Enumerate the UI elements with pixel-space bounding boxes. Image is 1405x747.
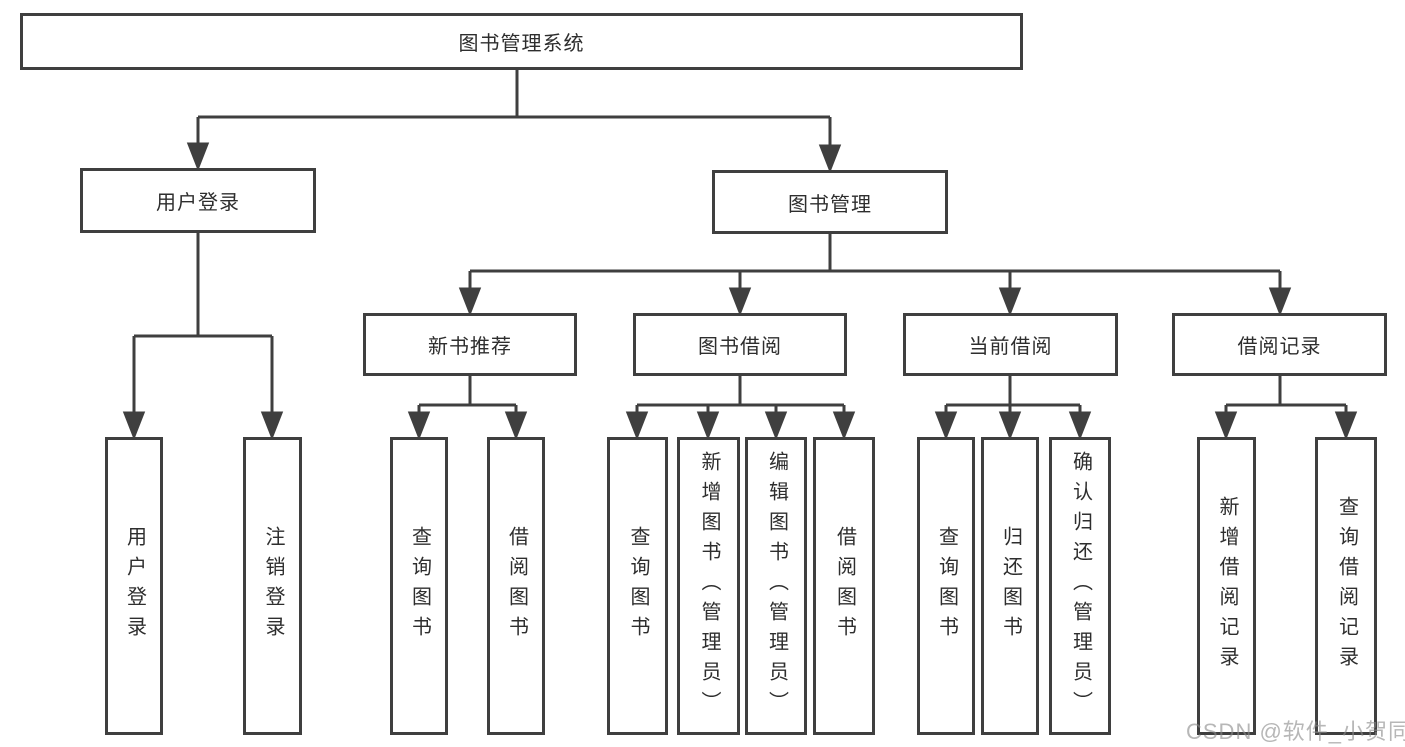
node-new-book-recommend: 新书推荐 <box>363 313 577 376</box>
arrowhead-icon <box>260 411 284 441</box>
node-current-borrow: 当前借阅 <box>903 313 1118 376</box>
leaf-label: 查询图书 <box>408 526 431 646</box>
csdn-watermark: CSDN @软件_小贺同学 <box>1186 719 1405 744</box>
node-label: 借阅记录 <box>1237 336 1322 358</box>
leaf-label: 注销登录 <box>262 526 284 646</box>
leaf-label: 查询图书 <box>627 526 649 646</box>
leaf-label: 新增借阅记录 <box>1216 496 1238 676</box>
arrowhead-icon <box>818 144 842 174</box>
node-label: 新书推荐 <box>428 336 512 358</box>
leaf-label: 用户登录 <box>123 526 146 646</box>
tree-edges <box>122 68 1358 441</box>
leaf-label: 借阅图书 <box>833 526 856 646</box>
leaf-label: 查询图书 <box>935 526 958 646</box>
node-label: 图书管理 <box>788 193 872 216</box>
arrowhead-icon <box>1068 411 1092 441</box>
leaf-borrow-book: 借阅图书 <box>813 437 875 735</box>
leaf-label: 新增图书（管理员） <box>698 451 720 721</box>
leaf-query-book-borrow: 查询图书 <box>607 437 668 735</box>
arrowhead-icon <box>728 287 752 317</box>
arrowhead-icon <box>1214 411 1238 441</box>
node-user-login: 用户登录 <box>80 168 316 233</box>
arrowhead-icon <box>458 287 482 317</box>
leaf-edit-book-admin: 编辑图书（管理员） <box>745 437 807 735</box>
node-label: 图书管理系统 <box>458 33 585 55</box>
arrowhead-icon <box>407 411 431 441</box>
arrowhead-icon <box>625 411 649 441</box>
arrowhead-icon <box>186 142 210 172</box>
arrowhead-icon <box>832 411 856 441</box>
node-label: 图书借阅 <box>698 336 782 358</box>
leaf-borrow-book-recommend: 借阅图书 <box>487 437 545 735</box>
leaf-user-login: 用户登录 <box>105 437 163 735</box>
arrowhead-icon <box>1334 411 1358 441</box>
leaf-label: 编辑图书（管理员） <box>765 451 788 721</box>
leaf-confirm-return-admin: 确认归还（管理员） <box>1049 437 1111 735</box>
arrowhead-icon <box>1268 287 1292 317</box>
leaf-return-book: 归还图书 <box>981 437 1039 735</box>
node-book-management: 图书管理 <box>712 170 948 234</box>
leaf-logout-login: 注销登录 <box>243 437 302 735</box>
leaf-label: 查询借阅记录 <box>1335 496 1358 676</box>
arrowhead-icon <box>764 411 788 441</box>
leaf-label: 确认归还（管理员） <box>1069 451 1092 721</box>
leaf-add-book-admin: 新增图书（管理员） <box>677 437 740 735</box>
arrowhead-icon <box>998 411 1022 441</box>
arrowhead-icon <box>122 411 146 441</box>
leaf-label: 归还图书 <box>999 526 1022 646</box>
leaf-query-book-recommend: 查询图书 <box>390 437 448 735</box>
arrowhead-icon <box>696 411 720 441</box>
leaf-query-book-current: 查询图书 <box>917 437 975 735</box>
node-borrow-record: 借阅记录 <box>1172 313 1387 376</box>
leaf-label: 借阅图书 <box>505 526 528 646</box>
node-label: 当前借阅 <box>968 336 1053 358</box>
node-label: 用户登录 <box>156 192 240 214</box>
leaf-query-borrow-record: 查询借阅记录 <box>1315 437 1377 735</box>
arrowhead-icon <box>998 287 1022 317</box>
leaf-add-borrow-record: 新增借阅记录 <box>1197 437 1256 735</box>
node-root-system: 图书管理系统 <box>20 13 1023 70</box>
node-book-borrow: 图书借阅 <box>633 313 847 376</box>
arrowhead-icon <box>504 411 528 441</box>
arrowhead-icon <box>934 411 958 441</box>
